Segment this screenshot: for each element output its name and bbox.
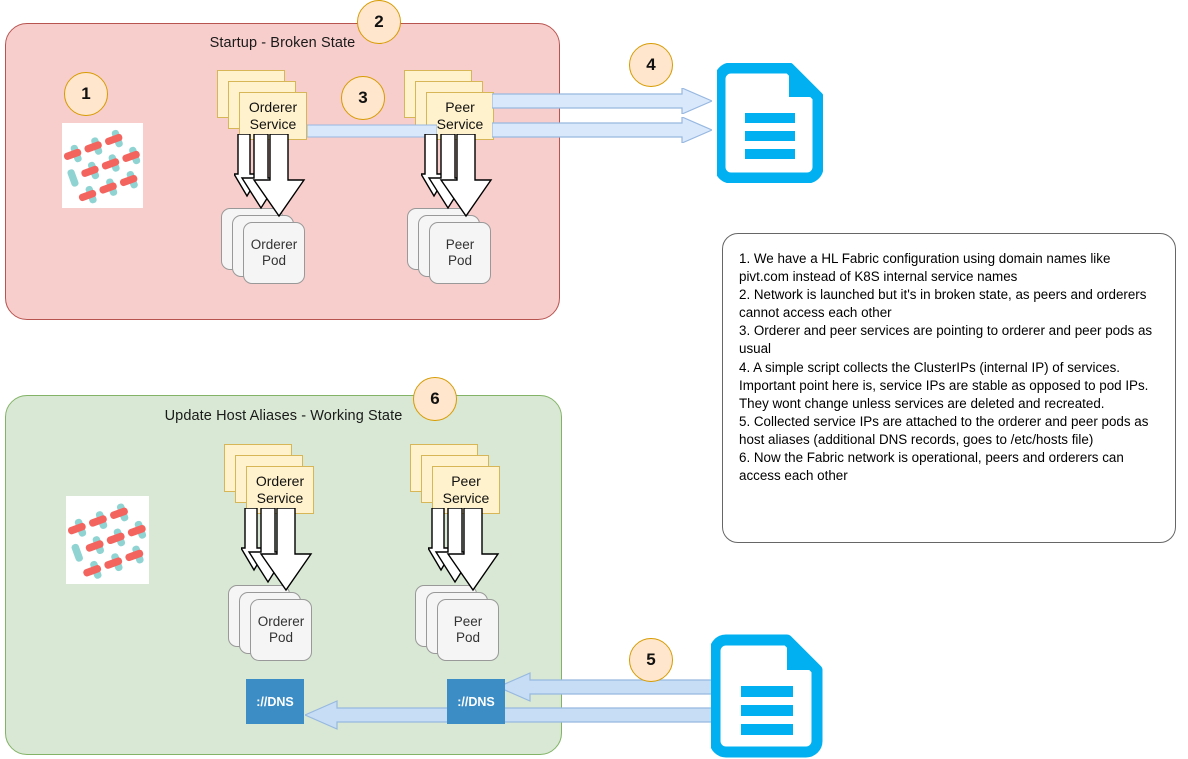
step-badge-4: 4	[629, 43, 673, 87]
script-to-peer-dns-arrow	[498, 672, 712, 702]
step-badge-2: 2	[357, 0, 401, 44]
step-badge-6: 6	[413, 377, 457, 421]
services-to-script-arrow-upper	[492, 88, 712, 114]
peer-service-label-line2: Service	[436, 116, 484, 132]
orderer-service-label-line2: Service	[249, 116, 297, 132]
peer-service-stack-working[interactable]: Peer Service	[410, 444, 500, 514]
peer-service-to-pod-arrows-working	[428, 508, 502, 594]
peer-pod-front: Peer Pod	[429, 222, 491, 284]
step-badge-3-label: 3	[358, 88, 368, 107]
orderer-pod-label-line2: Pod	[261, 253, 286, 268]
script-document-icon-bottom	[711, 634, 823, 759]
services-to-script-arrow-lower	[492, 117, 712, 143]
peer-service-label-line1: Peer	[445, 99, 475, 116]
orderer-pod-label-line2: Pod	[268, 630, 293, 645]
script-document-icon-top	[717, 63, 823, 183]
peer-pod-front: Peer Pod	[437, 599, 499, 661]
script-to-orderer-dns-arrow	[305, 700, 713, 730]
dns-chip-orderer-label: ://DNS	[256, 694, 294, 709]
step-badge-5-label: 5	[646, 650, 656, 669]
hyperledger-fabric-logo-icon-bottom	[66, 496, 149, 584]
hyperledger-fabric-logo-icon	[62, 123, 143, 208]
orderer-pod-front: Orderer Pod	[250, 599, 312, 661]
step-badge-1: 1	[64, 72, 108, 116]
peer-pod-stack-working[interactable]: Peer Pod	[415, 585, 505, 665]
peer-pod-label-line1: Peer	[453, 614, 483, 630]
step-badge-6-label: 6	[430, 389, 440, 408]
peer-service-card-front: Peer Service	[426, 92, 494, 140]
peer-pod-label-line2: Pod	[447, 253, 473, 268]
orderer-service-label-line2: Service	[256, 490, 304, 506]
peer-service-to-pod-arrows-broken	[421, 134, 495, 220]
orderer-service-stack-broken[interactable]: Orderer Service	[217, 70, 307, 140]
orderer-pod-stack-working[interactable]: Orderer Pod	[228, 585, 318, 665]
orderer-pod-stack-broken[interactable]: Orderer Pod	[221, 208, 311, 288]
legend-text: 1. We have a HL Fabric configuration usi…	[739, 251, 1153, 484]
step-badge-5: 5	[629, 638, 673, 682]
peer-service-label-line1: Peer	[451, 473, 481, 490]
orderer-service-label-line1: Orderer	[255, 473, 305, 490]
orderer-service-to-pod-arrows-broken	[234, 134, 308, 220]
orderer-service-to-pod-arrows-working	[241, 508, 315, 594]
legend-box: 1. We have a HL Fabric configuration usi…	[722, 233, 1176, 543]
peer-pod-label-line2: Pod	[455, 630, 481, 645]
step-badge-2-label: 2	[374, 12, 384, 31]
dns-chip-peer-label: ://DNS	[457, 694, 495, 709]
peer-pod-label-line1: Peer	[445, 237, 475, 253]
panel-broken-title: Startup - Broken State	[209, 35, 356, 51]
peer-service-card-front: Peer Service	[432, 466, 500, 514]
step-badge-3: 3	[341, 76, 385, 120]
service-link-arrow-broken	[307, 123, 437, 139]
step-badge-4-label: 4	[646, 55, 656, 74]
orderer-pod-label-line1: Orderer	[250, 237, 298, 253]
step-badge-1-label: 1	[81, 84, 91, 103]
orderer-service-label-line1: Orderer	[248, 99, 298, 116]
panel-working-title: Update Host Aliases - Working State	[164, 408, 403, 424]
orderer-pod-label-line1: Orderer	[257, 614, 305, 630]
dns-chip-orderer[interactable]: ://DNS	[246, 679, 304, 724]
dns-chip-peer[interactable]: ://DNS	[447, 679, 505, 724]
orderer-service-card-front: Orderer Service	[246, 466, 314, 514]
peer-service-label-line2: Service	[442, 490, 490, 506]
peer-service-stack-broken[interactable]: Peer Service	[404, 70, 494, 140]
orderer-service-stack-working[interactable]: Orderer Service	[224, 444, 314, 514]
peer-pod-stack-broken[interactable]: Peer Pod	[407, 208, 497, 288]
orderer-service-card-front: Orderer Service	[239, 92, 307, 140]
orderer-pod-front: Orderer Pod	[243, 222, 305, 284]
